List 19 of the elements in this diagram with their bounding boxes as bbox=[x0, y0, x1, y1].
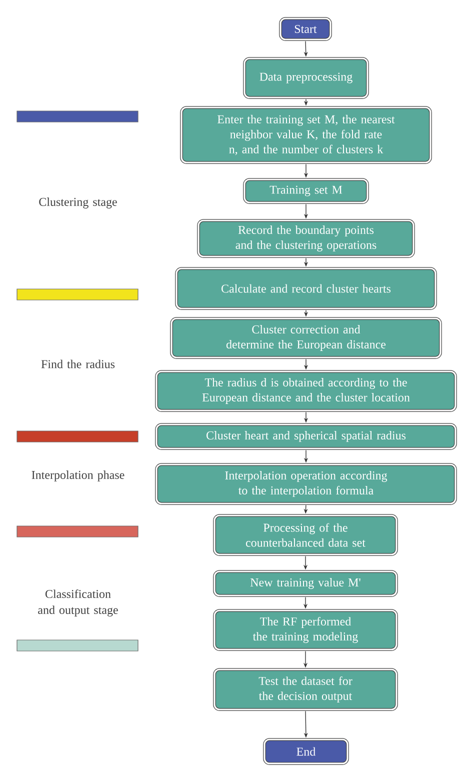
process-box: Interpolation operation according to the interpolation formula bbox=[155, 463, 457, 505]
process-box: Record the boundary points and the clustering operations bbox=[197, 219, 415, 258]
process-box: Training set M bbox=[243, 178, 369, 204]
stage-label: Find the radius bbox=[41, 360, 115, 368]
stage-label: Clustering stage bbox=[39, 198, 117, 208]
process-box: New training value M' bbox=[213, 570, 398, 597]
terminal-box: End bbox=[263, 738, 349, 765]
process-box: Cluster correction and determine the European distance bbox=[170, 317, 442, 359]
process-box: The radius d is obtained according to the European distance and the cluster location bbox=[155, 370, 457, 412]
process-box: Test the dataset for the decision output bbox=[213, 668, 398, 711]
terminal-box: Start bbox=[279, 17, 332, 41]
process-box: Data preprocessing bbox=[243, 57, 369, 99]
process-box: Cluster heart and spherical spatial radius bbox=[155, 423, 457, 450]
process-box: Processing of the counterbalanced data set bbox=[213, 514, 398, 556]
process-box: The RF performed the training modeling bbox=[213, 609, 398, 651]
stage-label: Classification and output stage bbox=[38, 589, 118, 616]
process-box: Enter the training set M, the nearest neighbor value K, the fold rate n, and the number of clusters k bbox=[180, 106, 432, 164]
process-box: Calculate and record cluster hearts bbox=[175, 267, 437, 310]
stage-label: Interpolation phase bbox=[32, 470, 124, 482]
